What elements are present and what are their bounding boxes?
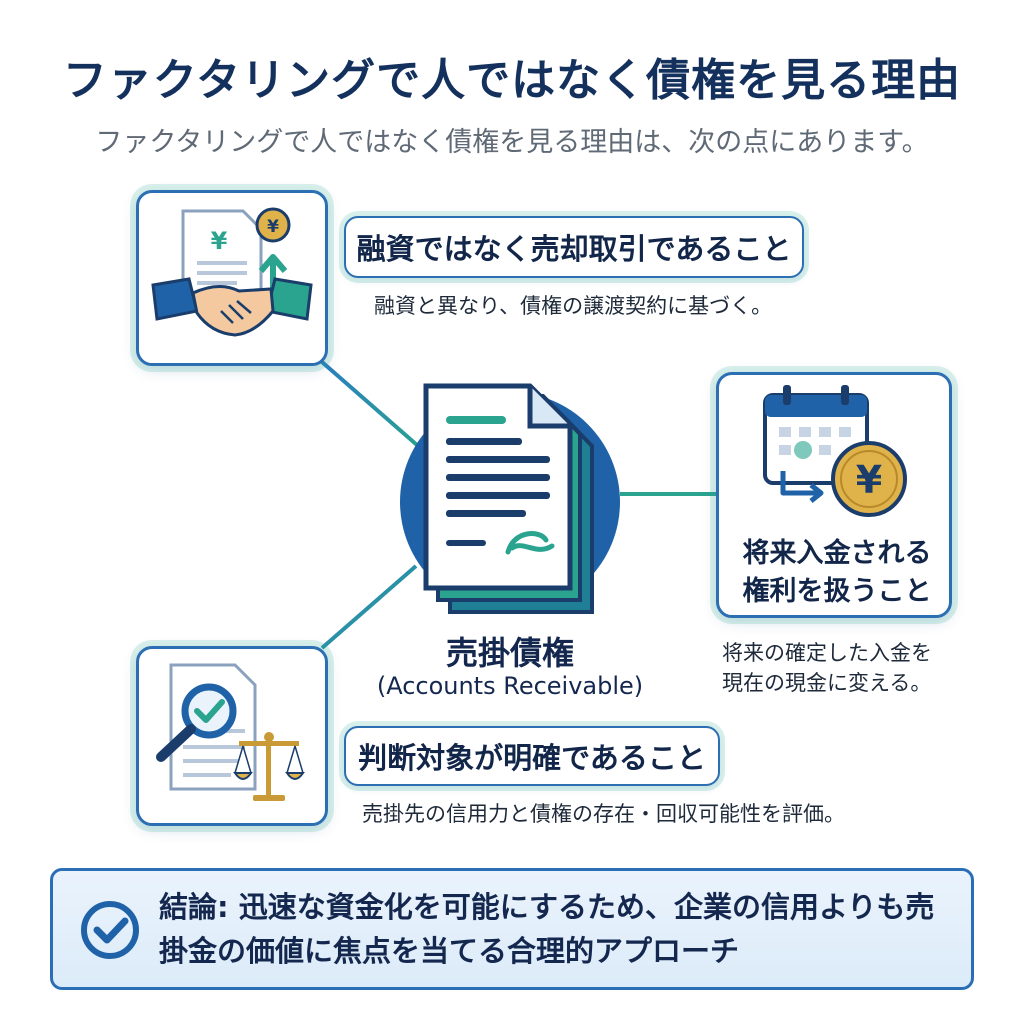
arrow-icon bbox=[780, 471, 824, 503]
scales-icon bbox=[233, 732, 305, 801]
hub-document-graphic bbox=[380, 380, 640, 620]
yen-coin-icon: ¥ bbox=[831, 441, 907, 517]
conclusion-text: 結論: 迅速な資金化を可能にするため、企業の信用よりも売掛金の価値に焦点を当てる… bbox=[159, 890, 935, 968]
calendar-icon bbox=[763, 385, 869, 485]
handshake-icon bbox=[151, 277, 313, 337]
svg-text:¥: ¥ bbox=[856, 458, 882, 502]
point-description-sale-transaction: 融資と異なり、債権の譲渡契約に基づく。 bbox=[374, 294, 773, 318]
point-heading-sale-transaction: 融資ではなく売却取引であること bbox=[344, 216, 804, 278]
conclusion-box: 結論: 迅速な資金化を可能にするため、企業の信用よりも売掛金の価値に焦点を当てる… bbox=[50, 868, 974, 990]
point-description-line: 現在の現金に変える。 bbox=[722, 671, 932, 695]
magnifier-check-icon bbox=[156, 683, 237, 762]
svg-text:¥: ¥ bbox=[211, 227, 228, 255]
point-heading-future-receipt: 将来入金される 権利を扱うこと bbox=[719, 535, 955, 611]
svg-text:¥: ¥ bbox=[267, 217, 279, 237]
point-heading-line: 将来入金される bbox=[742, 538, 932, 569]
connector-bottom-left bbox=[320, 564, 418, 650]
point-heading-clear-criteria: 判断対象が明確であること bbox=[344, 726, 720, 786]
icon-card-clear-criteria bbox=[136, 646, 328, 826]
hub-label-english: (Accounts Receivable) bbox=[376, 672, 644, 700]
point-heading-line: 権利を扱うこと bbox=[742, 576, 932, 607]
document-icon: ¥ bbox=[181, 209, 263, 305]
point-description-line: 将来の確定した入金を bbox=[722, 641, 932, 665]
check-circle-icon bbox=[81, 901, 139, 959]
document-icon bbox=[423, 383, 594, 614]
page-title: ファクタリングで人ではなく債権を見る理由 bbox=[62, 55, 962, 106]
page-subtitle: ファクタリングで人ではなく債権を見る理由は、次の点にあります。 bbox=[95, 127, 929, 158]
icon-card-future-receipt: ¥ 将来入金される 権利を扱うこと bbox=[716, 372, 952, 618]
connector-top-left bbox=[320, 360, 427, 454]
icon-card-sale-transaction: ¥ ¥ bbox=[136, 190, 328, 366]
yen-coin-icon: ¥ bbox=[255, 207, 291, 243]
hub-label: 売掛債権 bbox=[445, 634, 574, 672]
point-description-clear-criteria: 売掛先の信用力と債権の存在・回収可能性を評価。 bbox=[362, 802, 845, 826]
point-description-future-receipt: 将来の確定した入金を 現在の現金に変える。 bbox=[722, 638, 932, 698]
